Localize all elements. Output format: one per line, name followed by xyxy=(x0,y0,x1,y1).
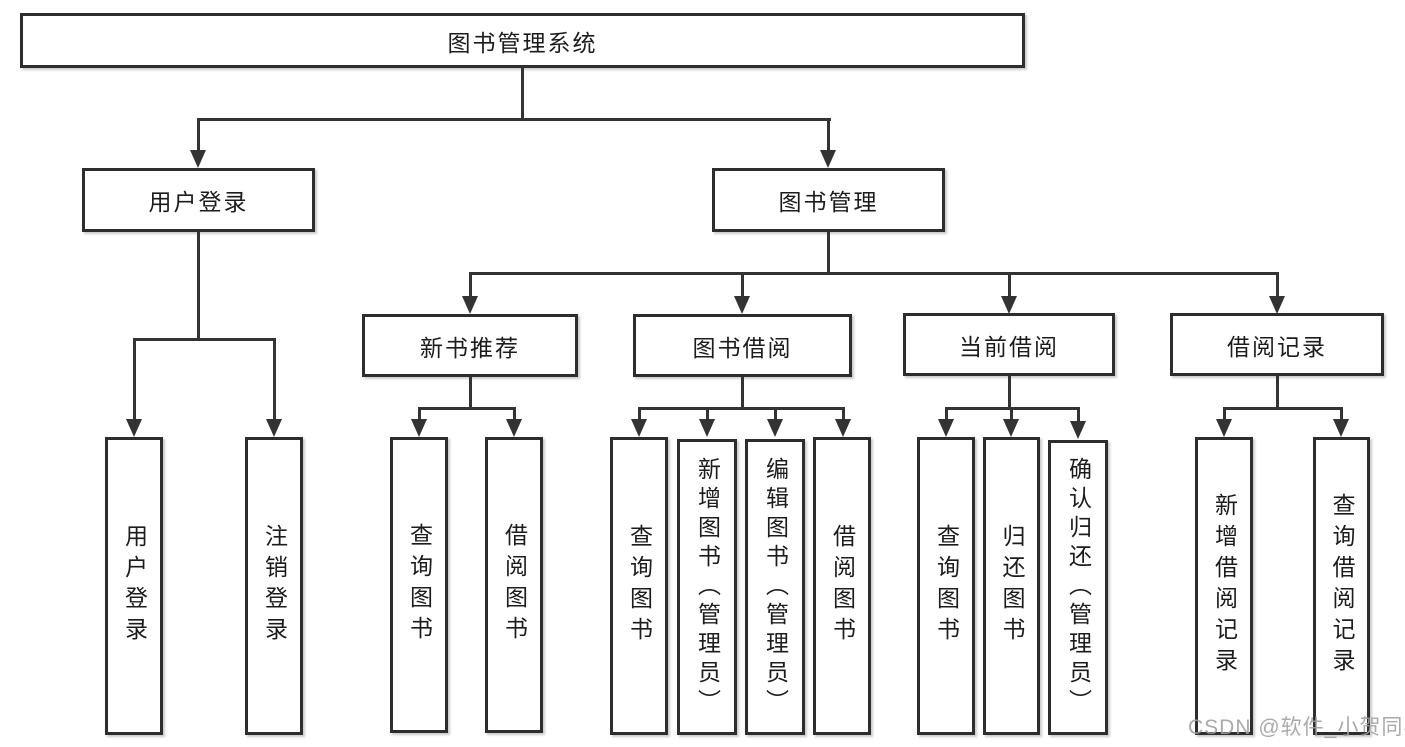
csdn-watermark: CSDN @软件_小贺同学 xyxy=(1188,716,1405,739)
arrowhead-to-book-borrow xyxy=(734,296,750,314)
leaf-logout-label: 注销登录 xyxy=(261,524,288,648)
leaf-cb-confirm-return-admin: 确认归还（管理员） xyxy=(1048,440,1108,735)
node-borrow-records-label: 借阅记录 xyxy=(1227,333,1327,360)
leaf-bb-edit-books-admin: 编辑图书（管理员） xyxy=(745,439,805,735)
leaf-cb-query-books-label: 查询图书 xyxy=(933,524,960,648)
leaf-br-add-record: 新增借阅记录 xyxy=(1195,437,1253,735)
connector-to-leaf-bb-query xyxy=(638,407,641,421)
connector-to-new-book-recommend xyxy=(469,272,472,298)
arrowhead-to-leaf-br-query xyxy=(1333,419,1349,437)
connector-root-stem xyxy=(521,68,524,120)
connector-book-mgmt-bar xyxy=(469,272,1279,275)
arrowhead-to-user-login xyxy=(190,150,206,168)
connector-to-leaf-cb-query xyxy=(945,407,948,421)
leaf-nb-borrow-books-label: 借阅图书 xyxy=(501,523,528,647)
leaf-br-add-record-label: 新增借阅记录 xyxy=(1211,493,1238,679)
node-book-management: 图书管理 xyxy=(712,168,945,232)
connector-to-leaf-nb-borrow xyxy=(513,407,516,421)
arrowhead-to-leaf-cb-confirm xyxy=(1070,421,1086,439)
connector-root-bar xyxy=(197,118,831,121)
arrowhead-to-new-book-recommend xyxy=(462,296,478,314)
connector-to-leaf-nb-query xyxy=(418,407,421,421)
leaf-nb-query-books-label: 查询图书 xyxy=(406,523,433,647)
leaf-br-query-record: 查询借阅记录 xyxy=(1313,437,1370,735)
connector-to-leaf-cb-return xyxy=(1010,407,1013,421)
arrowhead-to-leaf-br-add xyxy=(1216,419,1232,437)
arrowhead-to-leaf-bb-borrow xyxy=(835,419,851,437)
arrowhead-to-leaf-bb-edit xyxy=(767,419,783,437)
connector-user-login-stem xyxy=(197,232,200,341)
leaf-bb-query-books-label: 查询图书 xyxy=(626,524,653,648)
connector-to-leaf-logout xyxy=(273,338,276,421)
arrowhead-to-leaf-bb-add xyxy=(699,419,715,437)
node-borrow-records: 借阅记录 xyxy=(1170,313,1384,376)
arrowhead-to-book-management xyxy=(820,150,836,168)
leaf-user-login: 用户登录 xyxy=(105,437,163,735)
node-current-borrow-label: 当前借阅 xyxy=(959,333,1059,360)
leaf-nb-query-books: 查询图书 xyxy=(390,437,448,733)
leaf-cb-query-books: 查询图书 xyxy=(917,437,975,735)
connector-to-book-borrow xyxy=(741,272,744,298)
node-book-management-label: 图书管理 xyxy=(778,189,879,215)
connector-to-leaf-bb-edit xyxy=(774,407,777,421)
leaf-bb-add-books-admin: 新增图书（管理员） xyxy=(677,439,737,735)
connector-to-leaf-bb-borrow xyxy=(842,407,845,421)
leaf-br-query-record-label: 查询借阅记录 xyxy=(1329,493,1355,679)
connector-nb-bar xyxy=(418,407,516,410)
connector-user-login-bar xyxy=(133,338,276,341)
leaf-bb-add-books-admin-label: 新增图书（管理员） xyxy=(694,456,721,718)
node-root-label: 图书管理系统 xyxy=(447,29,598,56)
leaf-logout: 注销登录 xyxy=(245,437,303,735)
node-user-login: 用户登录 xyxy=(82,168,315,232)
arrowhead-to-leaf-cb-return xyxy=(1003,419,1019,437)
connector-to-book-management xyxy=(827,118,830,152)
arrowhead-to-leaf-nb-query xyxy=(411,419,427,437)
leaf-nb-borrow-books: 借阅图书 xyxy=(485,437,543,733)
leaf-bb-query-books: 查询图书 xyxy=(610,437,668,735)
node-book-borrow: 图书借阅 xyxy=(633,314,852,377)
arrowhead-to-leaf-nb-borrow xyxy=(506,419,522,437)
arrowhead-to-leaf-cb-query xyxy=(938,419,954,437)
connector-to-leaf-br-add xyxy=(1223,407,1226,421)
arrowhead-to-leaf-logout xyxy=(266,419,282,437)
connector-to-leaf-br-query xyxy=(1340,407,1343,421)
leaf-cb-confirm-return-admin-label: 确认归还（管理员） xyxy=(1065,457,1092,718)
connector-nb-stem xyxy=(469,377,472,410)
leaf-bb-borrow-books-label: 借阅图书 xyxy=(829,524,856,648)
connector-to-current-borrow xyxy=(1008,272,1011,298)
leaf-bb-borrow-books: 借阅图书 xyxy=(813,437,871,735)
connector-to-borrow-records xyxy=(1276,272,1279,298)
connector-to-user-login xyxy=(197,118,200,152)
node-new-book-recommend: 新书推荐 xyxy=(362,314,578,377)
connector-cb-stem xyxy=(1008,376,1011,410)
connector-to-leaf-user-login xyxy=(133,338,136,421)
connector-bb-stem xyxy=(741,377,744,410)
leaf-cb-return-books-label: 归还图书 xyxy=(999,524,1025,648)
connector-book-mgmt-stem xyxy=(827,232,830,275)
node-new-book-recommend-label: 新书推荐 xyxy=(420,334,520,361)
node-user-login-label: 用户登录 xyxy=(148,189,249,215)
arrowhead-to-leaf-bb-query xyxy=(631,419,647,437)
leaf-cb-return-books: 归还图书 xyxy=(983,437,1040,735)
leaf-bb-edit-books-admin-label: 编辑图书（管理员） xyxy=(762,456,789,718)
leaf-user-login-label: 用户登录 xyxy=(121,524,148,648)
connector-to-leaf-cb-confirm xyxy=(1077,407,1080,421)
arrowhead-to-borrow-records xyxy=(1269,296,1285,314)
connector-br-bar xyxy=(1223,407,1343,410)
connector-bb-bar xyxy=(638,407,844,410)
connector-to-leaf-bb-add xyxy=(706,407,709,421)
arrowhead-to-leaf-user-login xyxy=(126,419,142,437)
node-root: 图书管理系统 xyxy=(20,13,1025,68)
connector-br-stem xyxy=(1276,376,1279,410)
node-current-borrow: 当前借阅 xyxy=(903,313,1115,376)
arrowhead-to-current-borrow xyxy=(1001,296,1017,314)
node-book-borrow-label: 图书借阅 xyxy=(692,334,793,361)
